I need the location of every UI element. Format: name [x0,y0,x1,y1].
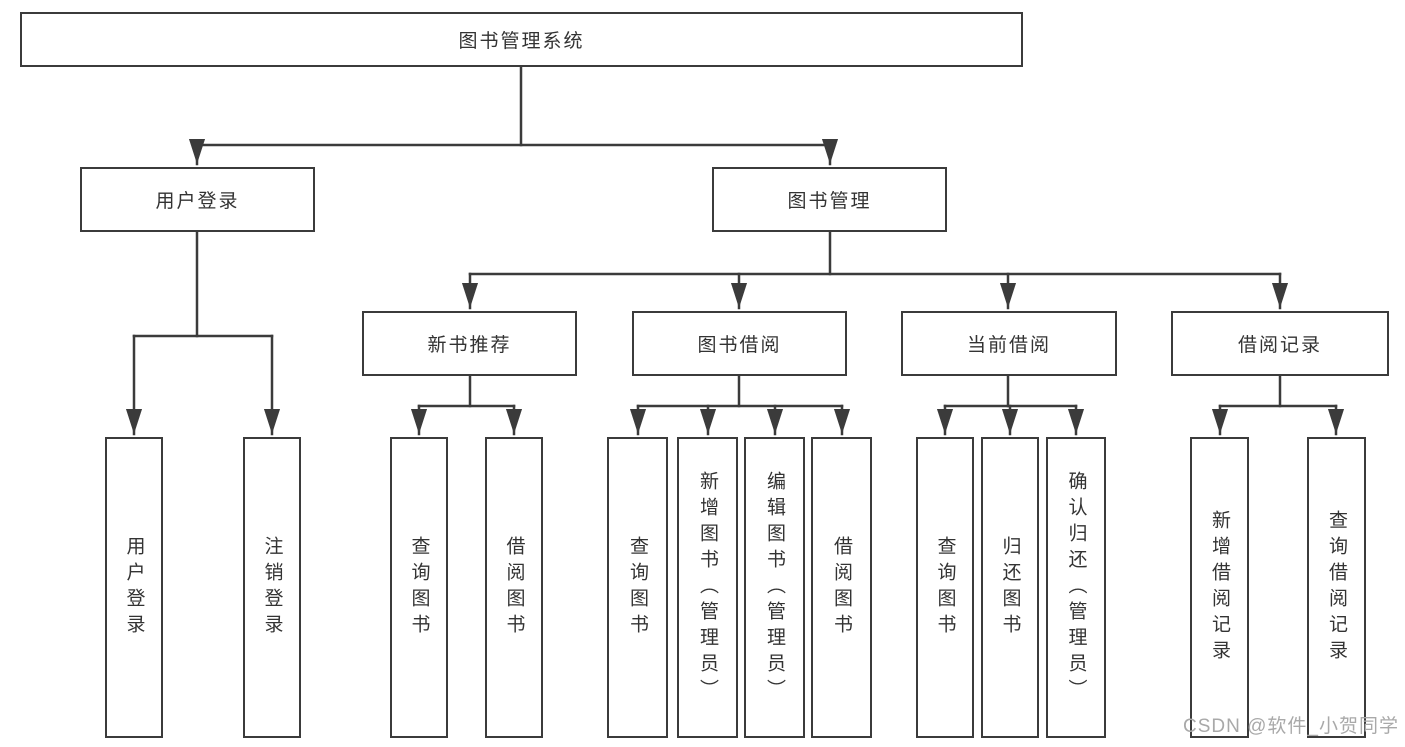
node-borrowing-records: 借阅记录 [1171,311,1389,376]
node-book-management-label: 图书管理 [787,191,872,212]
leaf-query-books-borrow: 查询图书 [607,437,668,738]
node-user-login-label: 用户登录 [155,191,240,212]
node-current-borrowing-label: 当前借阅 [966,335,1051,356]
leaf-confirm-return-admin-label: 确认归还（管理员） [1065,470,1087,705]
node-book-management: 图书管理 [712,167,947,232]
node-current-borrowing: 当前借阅 [901,311,1117,376]
leaf-query-borrow-record: 查询借阅记录 [1307,437,1366,738]
leaf-query-borrow-record-label: 查询借阅记录 [1326,509,1347,666]
leaf-add-borrow-record-label: 新增借阅记录 [1209,509,1230,666]
leaf-borrow-books-recommend-label: 借阅图书 [503,535,525,640]
leaf-edit-books-admin: 编辑图书（管理员） [744,437,805,738]
node-library-system: 图书管理系统 [20,12,1023,67]
leaf-user-login-label: 用户登录 [123,535,145,640]
node-new-book-recommendation: 新书推荐 [362,311,577,376]
leaf-logout-label: 注销登录 [261,535,283,640]
leaf-add-books-admin: 新增图书（管理员） [677,437,738,738]
leaf-query-books-current: 查询图书 [916,437,974,738]
node-user-login: 用户登录 [80,167,315,232]
leaf-add-books-admin-label: 新增图书（管理员） [697,470,718,705]
node-new-book-recommendation-label: 新书推荐 [427,335,512,356]
node-book-borrowing: 图书借阅 [632,311,847,376]
leaf-return-books-label: 归还图书 [999,535,1021,640]
leaf-edit-books-admin-label: 编辑图书（管理员） [764,470,785,705]
leaf-return-books: 归还图书 [981,437,1039,738]
leaf-query-books-recommend: 查询图书 [390,437,448,738]
csdn-watermark: CSDN @软件_小贺同学 [1183,716,1399,737]
leaf-borrow-books-recommend: 借阅图书 [485,437,543,738]
node-library-system-label: 图书管理系统 [458,31,585,52]
leaf-query-books-borrow-label: 查询图书 [627,535,648,640]
leaf-borrow-books-label: 借阅图书 [831,535,852,640]
leaf-user-login: 用户登录 [105,437,163,738]
leaf-add-borrow-record: 新增借阅记录 [1190,437,1249,738]
leaf-confirm-return-admin: 确认归还（管理员） [1046,437,1106,738]
leaf-borrow-books: 借阅图书 [811,437,872,738]
leaf-logout: 注销登录 [243,437,301,738]
node-book-borrowing-label: 图书借阅 [697,335,782,356]
node-borrowing-records-label: 借阅记录 [1237,335,1322,356]
leaf-query-books-current-label: 查询图书 [934,535,956,640]
leaf-query-books-recommend-label: 查询图书 [408,535,430,640]
